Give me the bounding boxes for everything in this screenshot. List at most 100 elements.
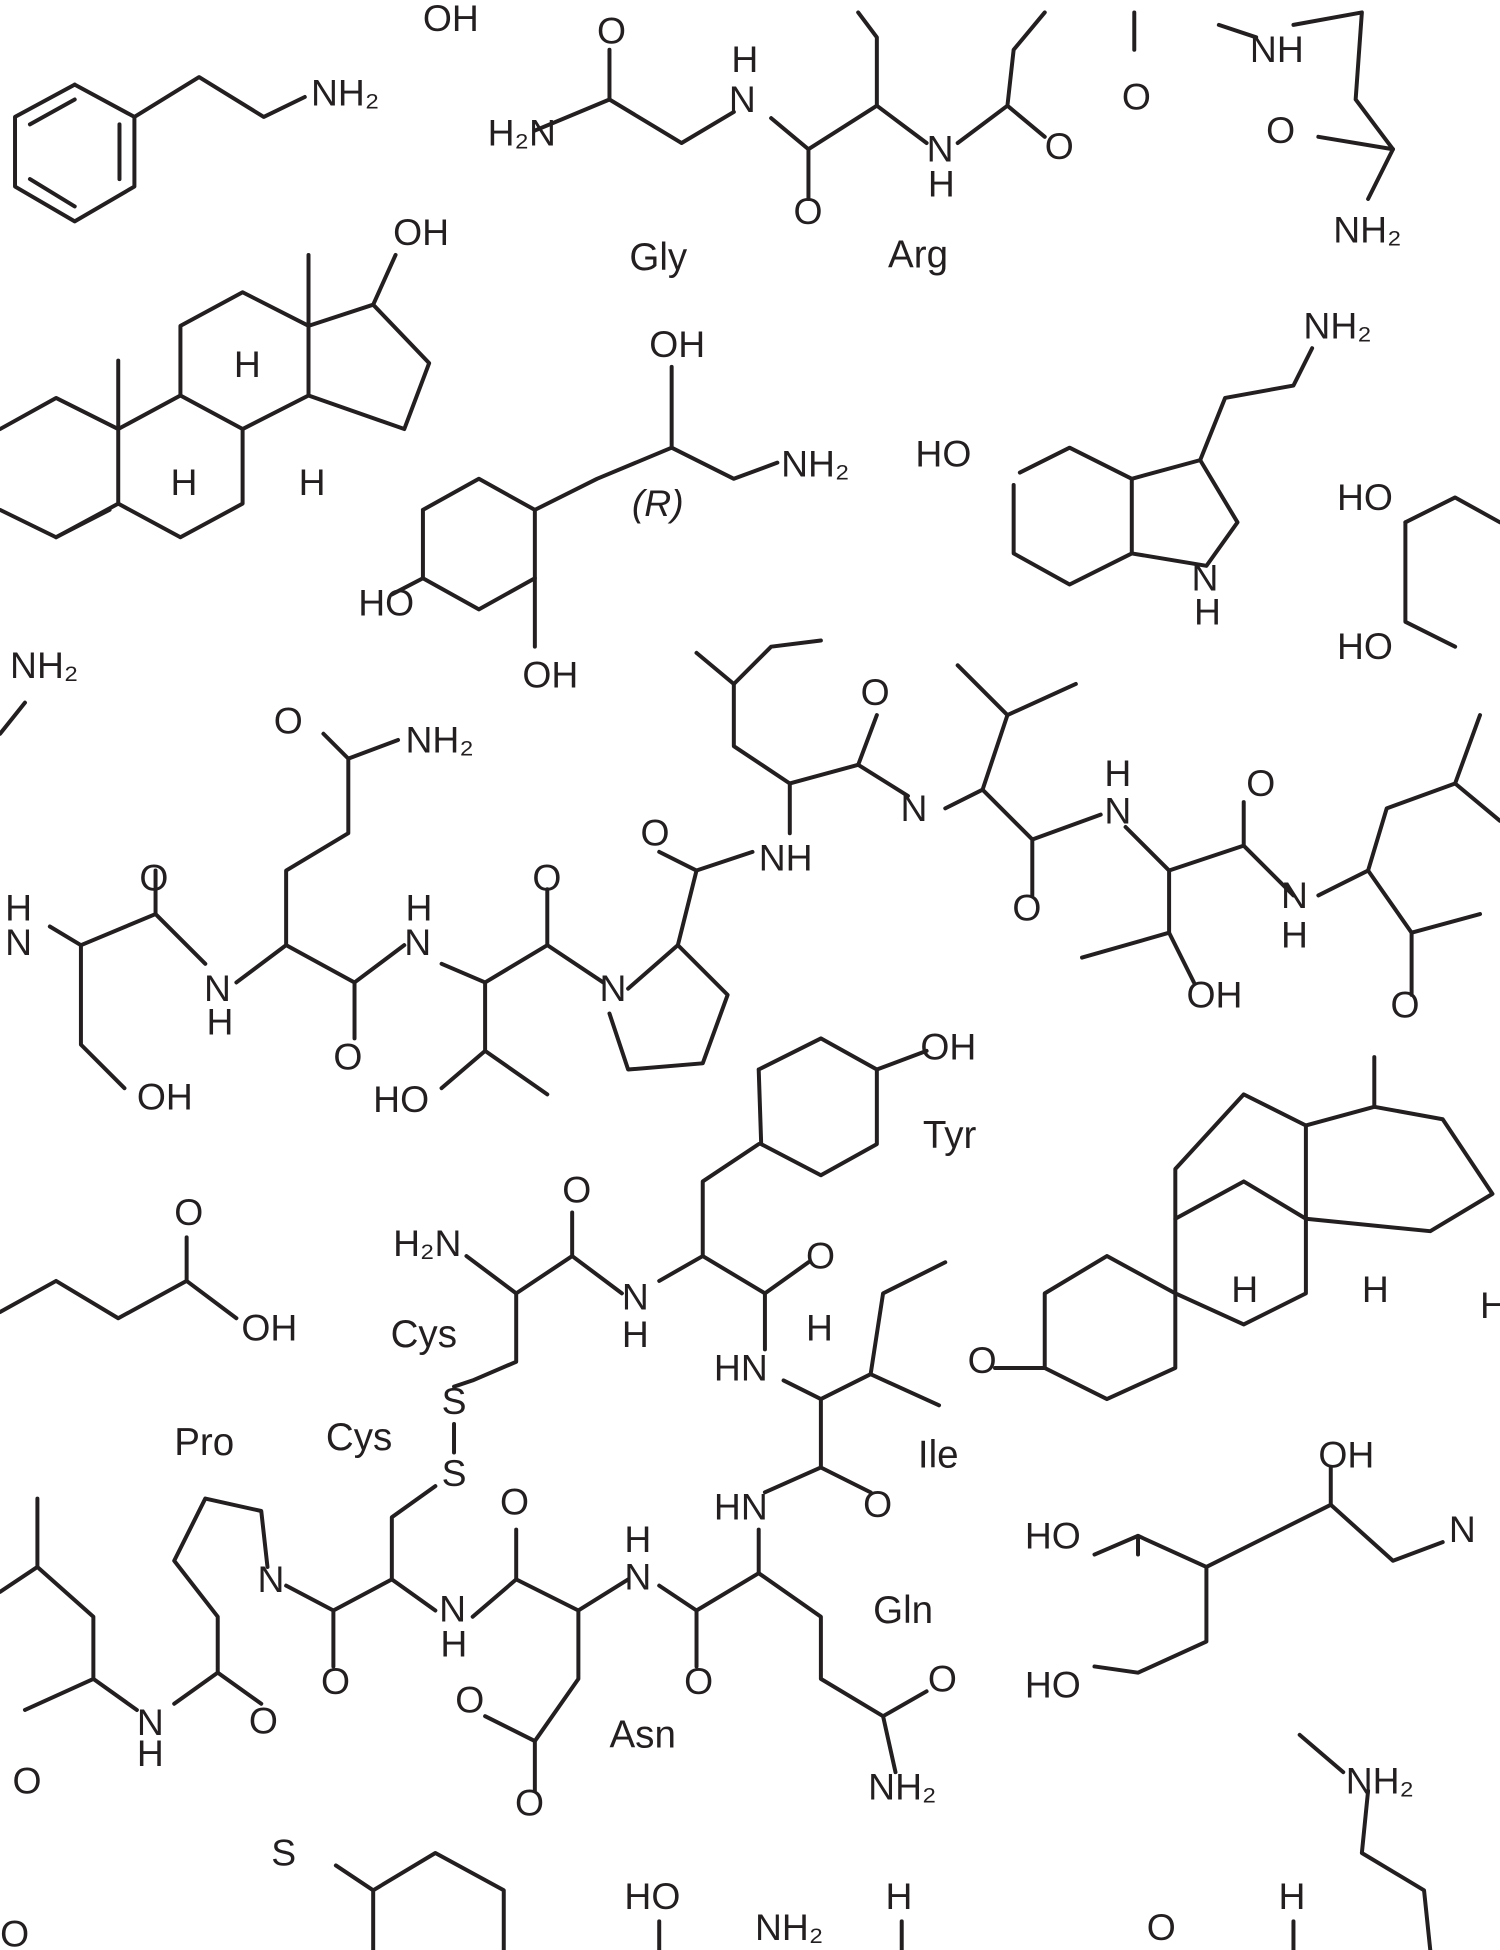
bond	[1241, 843, 1296, 898]
atom-label: H	[1231, 1268, 1258, 1310]
bond	[1316, 134, 1395, 152]
atom-label: HO	[373, 1078, 429, 1120]
atom-label: O	[321, 1660, 350, 1702]
atom-label: HO	[915, 432, 971, 474]
bond-lines	[0, 10, 1500, 1950]
bond	[943, 787, 1035, 898]
atom-label: O	[794, 190, 823, 232]
residue-name: Gly	[629, 236, 688, 279]
atom-label: OH	[241, 1307, 297, 1349]
bond	[514, 1577, 581, 1793]
atom-label: HO	[1025, 1514, 1081, 1556]
bond	[1303, 1055, 1377, 1128]
bond	[874, 1048, 929, 1072]
atom-label: OH	[522, 654, 578, 696]
bond	[1092, 1533, 1209, 1675]
atom-label: O	[515, 1782, 544, 1824]
bond	[483, 980, 550, 1097]
bond	[439, 1048, 488, 1091]
bond	[78, 943, 127, 1091]
bond	[1042, 1254, 1178, 1402]
residue-name: Pro	[174, 1421, 234, 1464]
atom-label: N	[729, 78, 756, 120]
bond	[1403, 520, 1458, 649]
bond	[694, 849, 755, 873]
bond	[818, 1397, 873, 1495]
bond	[1173, 1092, 1308, 1221]
atom-label: NH₂	[311, 72, 379, 114]
atom-label: HN	[714, 1346, 768, 1388]
bond	[470, 1527, 519, 1619]
atom-label: O	[861, 671, 890, 713]
bond	[47, 868, 158, 948]
atom-label: NH	[1250, 28, 1304, 70]
atom-label: H₂N	[393, 1222, 461, 1264]
bond	[607, 97, 736, 146]
residue-name: Asn	[609, 1713, 675, 1756]
atom-label: H	[622, 1313, 649, 1355]
bond	[856, 10, 879, 108]
bond	[1011, 445, 1134, 587]
bond	[91, 1676, 139, 1712]
bond	[1080, 825, 1172, 960]
bond	[1167, 800, 1246, 873]
atom-label: O	[1122, 75, 1151, 117]
atom-label: N	[927, 128, 954, 170]
atom-label: H	[406, 886, 433, 928]
atom-label: N	[1191, 557, 1218, 599]
atom-label: OH	[649, 323, 705, 365]
atom-label: O	[928, 1657, 957, 1699]
bond	[0, 1235, 189, 1321]
bond	[1129, 458, 1240, 568]
bond	[464, 1210, 575, 1296]
atom-label: H	[928, 162, 955, 204]
atom-label: O	[0, 1912, 29, 1950]
bond	[1030, 812, 1103, 842]
atom-label: O	[139, 856, 168, 898]
residue-name: Tyr	[923, 1114, 977, 1157]
atom-label: N	[900, 787, 927, 829]
bond	[1291, 10, 1395, 201]
atom-label: H	[1362, 1268, 1389, 1310]
atom-label: HN	[714, 1486, 768, 1528]
atom-label: OH	[1318, 1433, 1374, 1475]
atom-label: N	[1449, 1508, 1476, 1550]
atom-label: H	[170, 461, 197, 503]
atom-label: O	[1012, 886, 1041, 928]
bond	[27, 97, 77, 127]
bond	[439, 887, 550, 985]
atom-label: OH	[920, 1026, 976, 1068]
atom-label: O	[1246, 762, 1275, 804]
bond	[657, 1583, 699, 1669]
atom-label: N	[624, 1555, 651, 1597]
residue-name: Cys	[326, 1416, 392, 1459]
bond	[731, 638, 823, 686]
bond	[389, 1484, 438, 1613]
atom-label: HO	[358, 582, 414, 624]
bond	[1297, 1732, 1346, 1775]
bond	[881, 1714, 898, 1775]
atom-label: H	[207, 1001, 234, 1043]
atom-label: NH₂	[10, 644, 78, 686]
bond	[657, 1142, 761, 1283]
atom-label: H	[624, 1518, 651, 1560]
bond	[331, 1577, 394, 1669]
bond	[955, 103, 1047, 146]
bond	[756, 1036, 879, 1178]
atom-label: N	[600, 967, 627, 1009]
atom-label: NH₂	[1333, 209, 1401, 251]
atom-label: O	[1390, 983, 1419, 1025]
atom-label: HO	[624, 1875, 680, 1917]
atom-label: O	[806, 1234, 835, 1276]
atom-label: O	[13, 1759, 42, 1801]
bond	[1005, 10, 1047, 108]
bond	[570, 1254, 624, 1296]
atom-label: O	[597, 10, 626, 52]
bond	[576, 1577, 631, 1613]
bond	[284, 1583, 336, 1613]
bond	[389, 576, 425, 597]
atom-label: S	[442, 1452, 467, 1494]
bond	[284, 943, 357, 1041]
bond	[1216, 22, 1259, 40]
